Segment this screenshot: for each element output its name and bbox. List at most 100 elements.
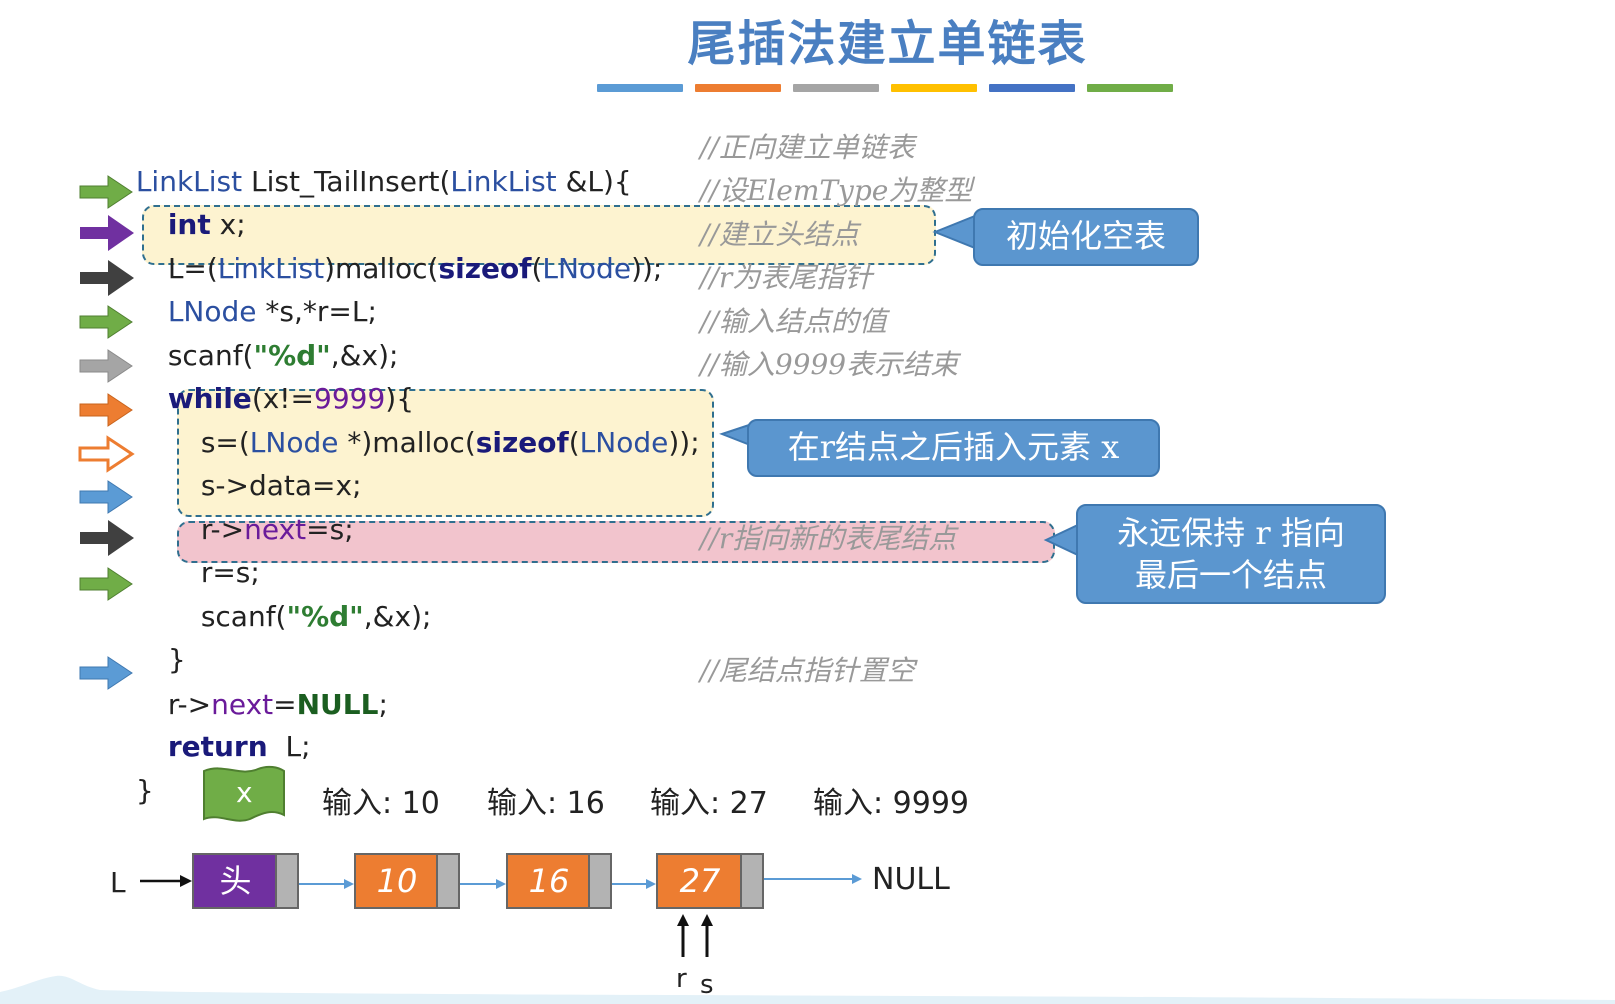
code-token: L=( bbox=[167, 252, 218, 285]
code-token: r-> bbox=[200, 513, 245, 546]
comment-4: //r为表尾指针 bbox=[700, 261, 873, 294]
code-line-13: r->next=NULL; bbox=[150, 654, 388, 722]
arrow-icon-purple bbox=[80, 215, 134, 251]
node-pointer-field bbox=[436, 855, 458, 907]
code-token: (x!= bbox=[251, 382, 314, 415]
input-label-3: 输入: 27 bbox=[650, 786, 768, 821]
code-line-15: } bbox=[118, 740, 154, 808]
code-token: LNode bbox=[249, 426, 339, 459]
input-label-1: 输入: 10 bbox=[322, 786, 440, 821]
flag-icon bbox=[203, 765, 285, 822]
comment-1: //正向建立单链表 bbox=[700, 131, 915, 164]
comment-6: //输入9999表示结束 bbox=[700, 348, 959, 381]
list-node-value: 16 bbox=[508, 855, 590, 907]
code-token: ; bbox=[378, 688, 388, 721]
callout-keep-r-line2: 最后一个结点 bbox=[1134, 556, 1327, 594]
code-token: next bbox=[211, 688, 274, 721]
callout-insert: 在r结点之后插入元素 x bbox=[747, 419, 1160, 477]
input-label-2: 输入: 16 bbox=[487, 786, 605, 821]
list-node: 27 bbox=[656, 853, 764, 909]
callout-keep-r: 永远保持 r 指向 最后一个结点 bbox=[1076, 504, 1386, 604]
flag-label: x bbox=[236, 776, 253, 809]
arrow-icon-green bbox=[79, 567, 133, 601]
node-pointer-field bbox=[740, 855, 762, 907]
code-token: x; bbox=[210, 208, 246, 241]
rs-highlight-box bbox=[177, 521, 1055, 563]
code-token: "%d" bbox=[286, 600, 364, 633]
code-token: LinkList bbox=[135, 165, 243, 198]
comment-13: //尾结点指针置空 bbox=[700, 654, 915, 687]
page-title-text: 尾插法建立单链表 bbox=[687, 16, 1088, 72]
arrow-icon-blue bbox=[79, 656, 133, 690]
code-token: ( bbox=[531, 252, 543, 285]
step-arrows bbox=[78, 175, 135, 690]
code-line-4: LNode *s,*r=L; bbox=[150, 261, 377, 329]
page-title: 尾插法建立单链表 bbox=[0, 4, 1615, 74]
comment-5: //输入结点的值 bbox=[700, 305, 887, 338]
arrow-icon-dark bbox=[80, 520, 134, 556]
callout-init: 初始化空表 bbox=[973, 208, 1199, 266]
code-token: sizeof bbox=[438, 252, 532, 285]
code-token: sizeof bbox=[475, 426, 569, 459]
code-line-11: scanf("%d",&x); bbox=[183, 566, 432, 634]
code-line-5: scanf("%d",&x); bbox=[150, 305, 399, 373]
code-token: =s; bbox=[306, 513, 354, 546]
code-token: LNode bbox=[542, 252, 632, 285]
code-line-1: LinkList List_TailInsert(LinkList &L){ bbox=[118, 131, 632, 199]
arrow-icon-orange-outline bbox=[78, 435, 135, 473]
head-ref-label: L bbox=[110, 866, 126, 899]
insert-highlight-box bbox=[177, 389, 714, 517]
color-bar-1 bbox=[597, 84, 683, 92]
pointer-s-label: s bbox=[700, 970, 714, 1000]
code-line-9: r->next=s; bbox=[183, 479, 354, 547]
code-token: int bbox=[167, 208, 211, 241]
comment-10: //r指向新的表尾结点 bbox=[700, 522, 957, 555]
code-token: r-> bbox=[167, 688, 212, 721]
arrow-icon-blue bbox=[79, 480, 133, 514]
list-node: 16 bbox=[506, 853, 612, 909]
input-label-4: 输入: 9999 bbox=[813, 786, 969, 821]
color-bar-4 bbox=[891, 84, 977, 92]
code-token: while bbox=[167, 382, 252, 415]
code-token: next bbox=[244, 513, 307, 546]
color-bar-3 bbox=[793, 84, 879, 92]
arrow-icon-gray bbox=[79, 349, 133, 383]
code-token: "%d" bbox=[253, 339, 331, 372]
init-highlight-box bbox=[142, 205, 936, 265]
arrow-icon-dark bbox=[80, 260, 134, 296]
color-bar-6 bbox=[1087, 84, 1173, 92]
callout-insert-text: 在r结点之后插入元素 x bbox=[787, 428, 1120, 466]
code-line-8: s->data=x; bbox=[183, 435, 362, 503]
node-pointer-field bbox=[275, 855, 297, 907]
color-bar-2 bbox=[695, 84, 781, 92]
comment-2: //设ElemType为整型 bbox=[700, 174, 973, 207]
pointer-r-label: r bbox=[676, 964, 687, 994]
code-line-14: return L; bbox=[150, 696, 311, 764]
code-token: &L){ bbox=[556, 165, 632, 198]
code-token: )malloc( bbox=[324, 252, 439, 285]
code-line-2: int x; bbox=[150, 174, 246, 242]
code-token: r=s; bbox=[200, 556, 260, 589]
code-token: ,&x); bbox=[363, 600, 432, 633]
code-token: = bbox=[273, 688, 297, 721]
code-token: return bbox=[167, 730, 268, 763]
list-node-head-label: 头 bbox=[194, 855, 277, 907]
code-token: ( bbox=[568, 426, 580, 459]
list-node-value: 10 bbox=[356, 855, 438, 907]
code-line-12: } bbox=[150, 609, 186, 677]
code-token: scanf( bbox=[200, 600, 287, 633]
code-line-10: r=s; bbox=[183, 522, 260, 590]
null-label: NULL bbox=[872, 862, 950, 897]
code-token: 9999 bbox=[314, 382, 386, 415]
code-line-7: s=(LNode *)malloc(sizeof(LNode)); bbox=[183, 392, 700, 460]
code-line-3: L=(LinkList)malloc(sizeof(LNode)); bbox=[150, 218, 663, 286]
arrow-icon-green bbox=[79, 305, 133, 339]
code-token: )); bbox=[631, 252, 663, 285]
code-token: L; bbox=[267, 730, 311, 763]
comment-3: //建立头结点 bbox=[700, 218, 859, 251]
code-token: } bbox=[167, 643, 186, 676]
code-token: NULL bbox=[296, 688, 379, 721]
arrow-icon-green bbox=[79, 175, 133, 209]
code-token: LNode bbox=[579, 426, 669, 459]
